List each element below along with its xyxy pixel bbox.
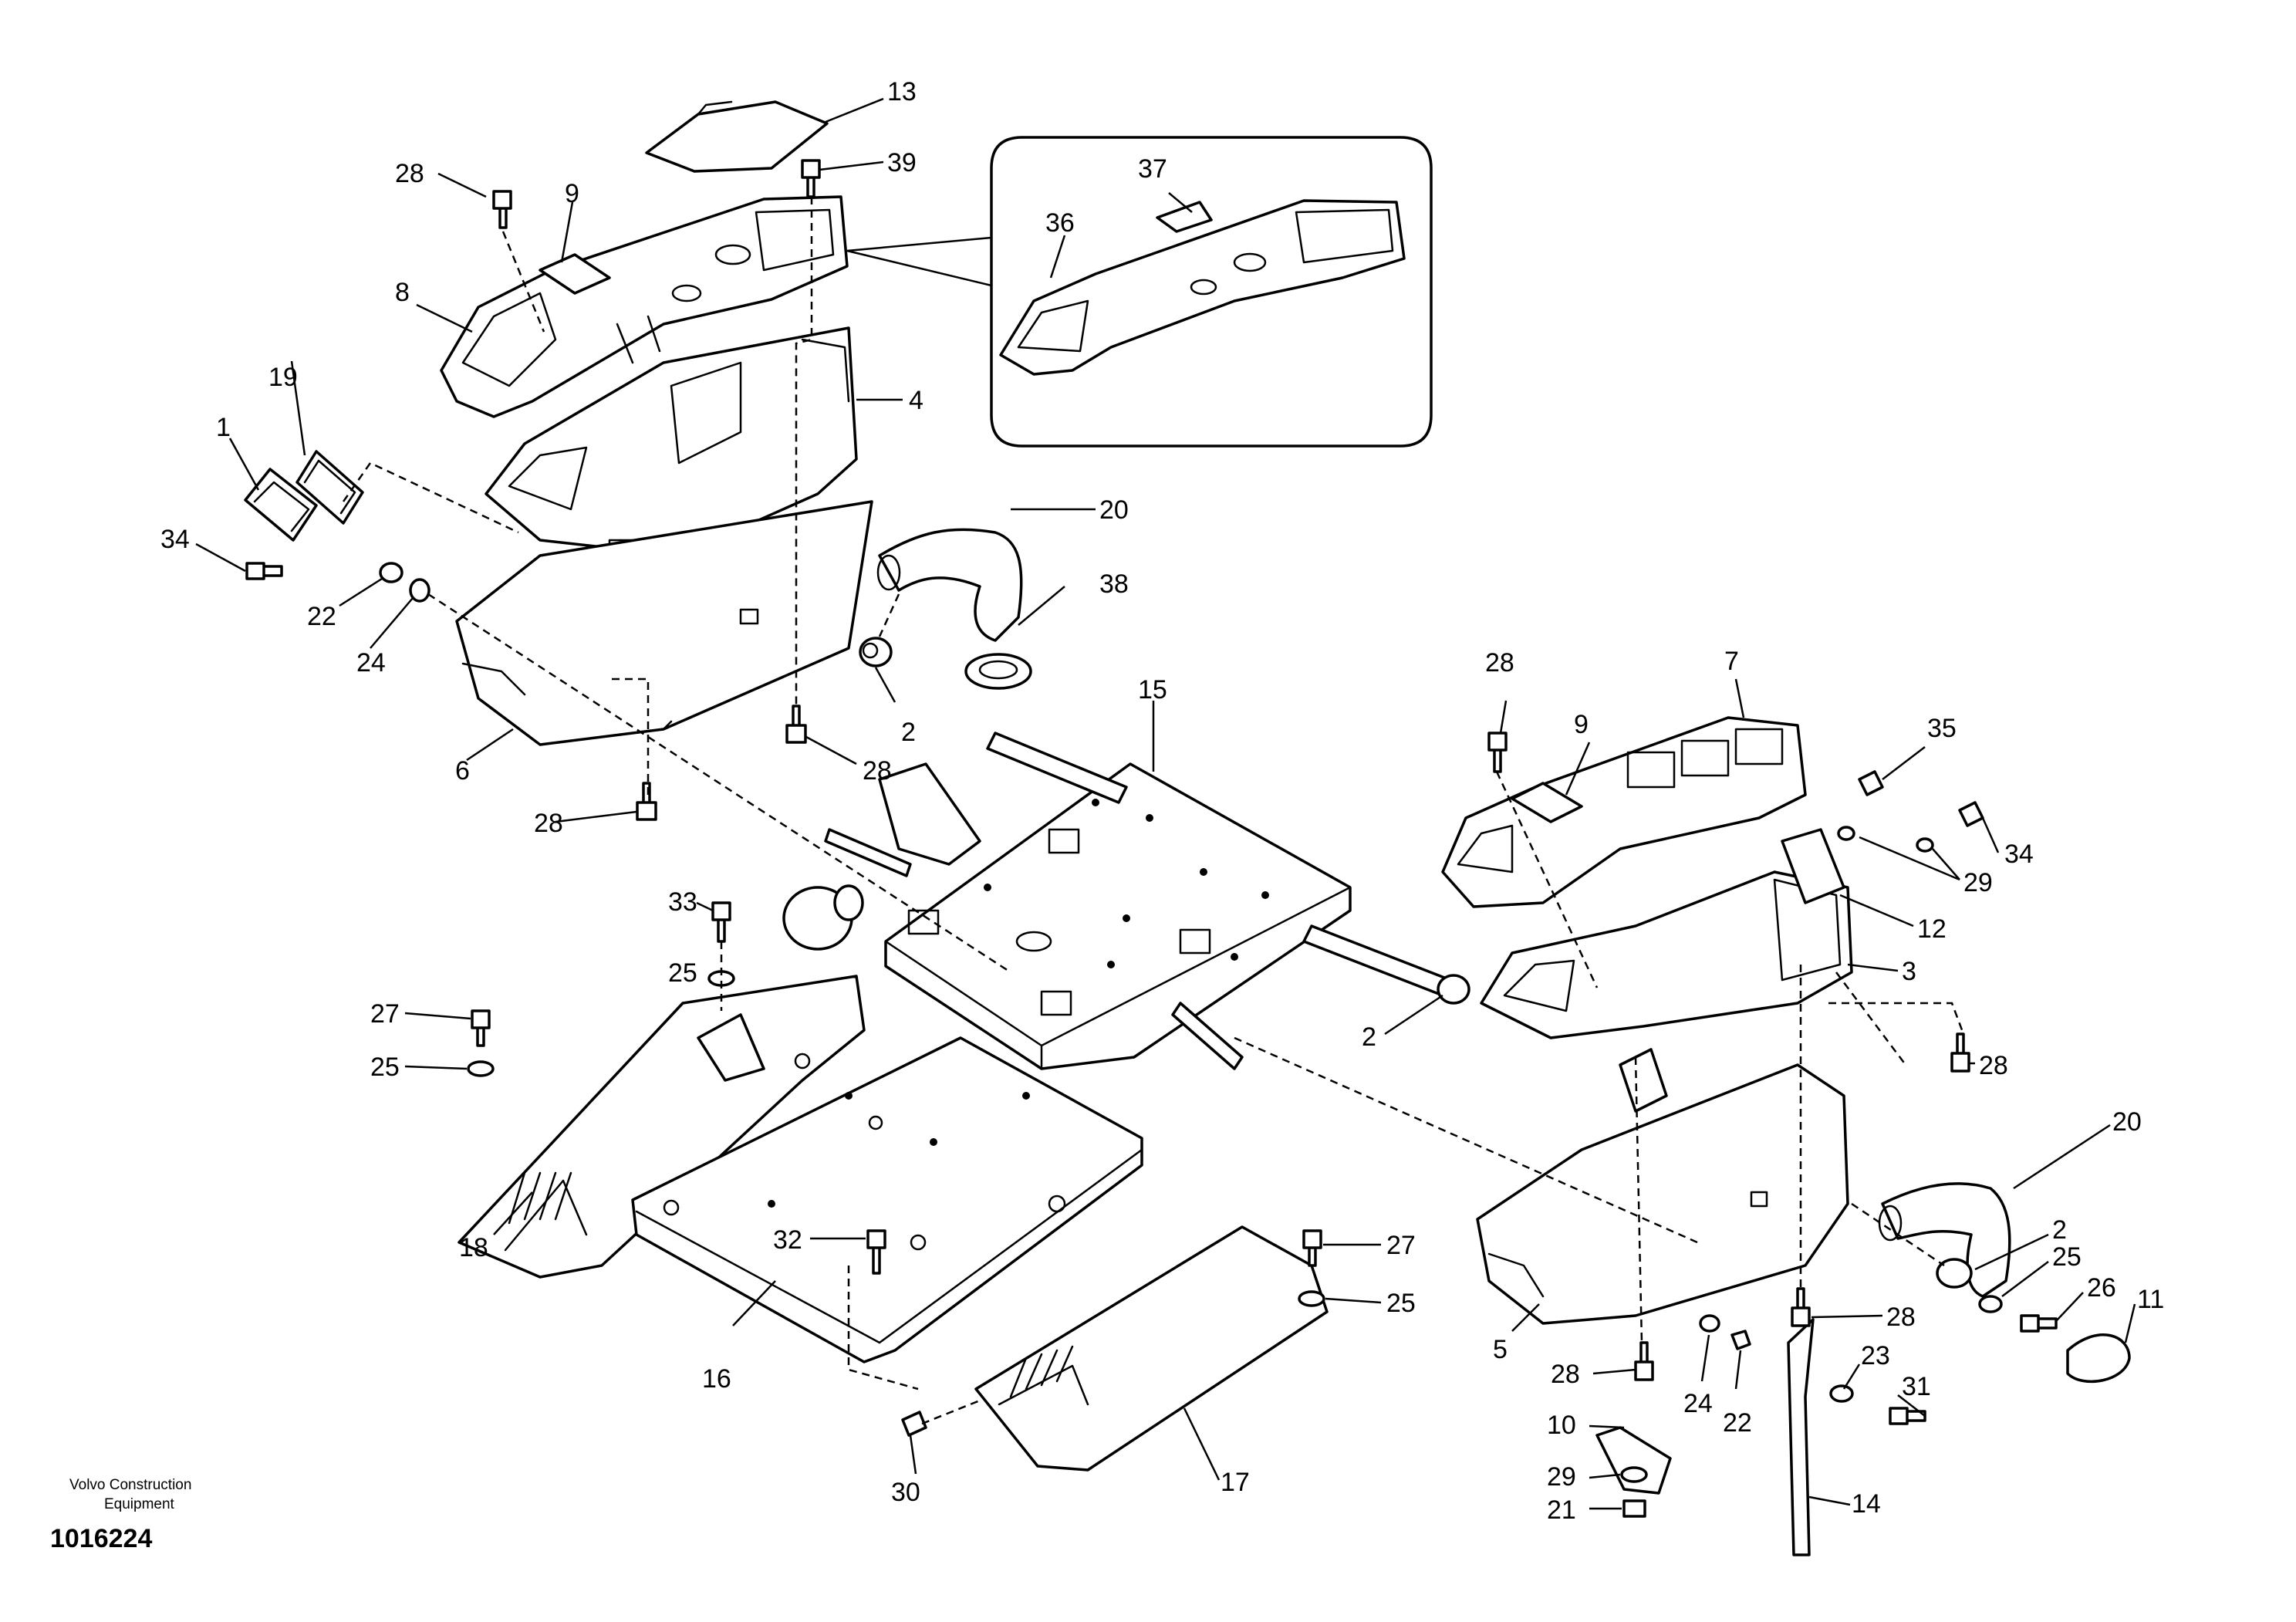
- part-13-cover-plate: [645, 100, 829, 173]
- callout-34-left: 34: [160, 525, 190, 554]
- callout-25-upper: 25: [668, 958, 697, 988]
- part-2-left-sleeve: [859, 637, 893, 667]
- assembly-dashed-lines: [342, 197, 1965, 1425]
- callout-9-right: 9: [1574, 710, 1589, 739]
- part-19-gasket: [295, 450, 364, 525]
- callout-20-right: 20: [2112, 1107, 2142, 1137]
- callout-28-left-low: 28: [534, 809, 563, 838]
- part-12-clip: [1781, 828, 1845, 904]
- callout-29-right: 29: [1963, 868, 1993, 897]
- callout-3: 3: [1902, 957, 1916, 986]
- callout-2-left: 2: [901, 718, 916, 747]
- callout-25-right: 25: [1386, 1289, 1416, 1318]
- part-11-cap: [2066, 1333, 2131, 1384]
- callout-numbers: 13 39 28 9 8 4 19 1 34 22 24 6 20 38 2 2…: [160, 77, 2164, 1525]
- callout-leaders: [195, 97, 2136, 1510]
- part-18-left-footrest: [458, 975, 866, 1279]
- part-5-right-lower-housing: [1476, 1063, 1849, 1325]
- part-7-right-console-top: [1441, 716, 1807, 908]
- callout-14: 14: [1852, 1489, 1881, 1519]
- part-20-left-duct: [876, 528, 1023, 642]
- callout-28-right-mid: 28: [1979, 1051, 2008, 1080]
- callout-26: 26: [2087, 1273, 2116, 1303]
- callout-18: 18: [459, 1233, 488, 1262]
- callout-22-right: 22: [1723, 1408, 1752, 1438]
- callout-15: 15: [1138, 675, 1167, 705]
- callout-25-left: 25: [370, 1053, 400, 1082]
- callout-6: 6: [455, 756, 470, 786]
- callout-9-left: 9: [565, 179, 579, 208]
- part-8-left-console-top: [440, 195, 849, 418]
- callout-25-far-right: 25: [2052, 1242, 2082, 1272]
- callout-27-right: 27: [1386, 1231, 1416, 1260]
- credit-line-1: Volvo Construction: [69, 1477, 191, 1493]
- part-38-seal-ring: [964, 653, 1032, 690]
- callout-21: 21: [1547, 1495, 1576, 1525]
- part-16-floor-plate: [631, 1036, 1143, 1363]
- part-17-right-footrest: [974, 1225, 1329, 1472]
- callout-28-left-mid: 28: [863, 756, 892, 786]
- callout-28-bottom: 28: [1551, 1360, 1580, 1389]
- callout-19: 19: [268, 363, 298, 392]
- callout-28-top-left: 28: [395, 159, 424, 188]
- callout-37: 37: [1138, 154, 1167, 184]
- part-2-right-sleeves: [1437, 974, 1973, 1289]
- callout-33: 33: [668, 887, 697, 917]
- hardware-bolts: [245, 159, 2058, 1437]
- callout-5: 5: [1493, 1335, 1508, 1364]
- callout-12: 12: [1917, 914, 1947, 944]
- inset-detail-frame: [846, 136, 1433, 448]
- callout-35: 35: [1927, 714, 1957, 743]
- part-15-base-plate: [824, 732, 1452, 1070]
- callout-34-right: 34: [2004, 840, 2034, 869]
- callout-17: 17: [1221, 1468, 1250, 1497]
- callout-16: 16: [702, 1364, 731, 1394]
- credit-line-2: Equipment: [104, 1496, 175, 1512]
- callout-23: 23: [1861, 1341, 1890, 1370]
- part-10-bracket: [1595, 1426, 1672, 1495]
- callout-28-right-low: 28: [1886, 1303, 1916, 1332]
- callout-10: 10: [1547, 1411, 1576, 1440]
- callout-24-left: 24: [356, 648, 386, 678]
- document-number: 1016224: [50, 1524, 152, 1553]
- callout-30: 30: [891, 1478, 920, 1507]
- credit-block: Volvo Construction Equipment 1016224: [50, 1477, 191, 1553]
- callout-39: 39: [887, 148, 917, 177]
- part-4-left-console-frame: [485, 326, 858, 573]
- callout-11: 11: [2137, 1285, 2164, 1314]
- callout-32: 32: [773, 1225, 802, 1255]
- part-1-vent-louvre: [244, 468, 318, 542]
- callout-2-center: 2: [1362, 1022, 1376, 1052]
- callout-31: 31: [1902, 1372, 1931, 1401]
- part-14-lever: [1787, 1318, 1815, 1556]
- callout-2-right: 2: [2052, 1215, 2067, 1245]
- knob: [782, 884, 864, 951]
- callout-28-right-top: 28: [1485, 648, 1514, 678]
- callout-8: 8: [395, 278, 410, 307]
- callout-29-bottom: 29: [1547, 1462, 1576, 1492]
- callout-27-left: 27: [370, 999, 400, 1029]
- hardware-washers-nuts: [379, 562, 2003, 1518]
- callout-1: 1: [216, 413, 231, 442]
- callout-4: 4: [909, 386, 923, 415]
- callout-38: 38: [1099, 569, 1129, 599]
- callout-7: 7: [1724, 647, 1739, 676]
- callout-36: 36: [1045, 208, 1075, 238]
- callout-20-left: 20: [1099, 495, 1129, 525]
- callout-24-right: 24: [1683, 1389, 1713, 1418]
- callout-13: 13: [887, 77, 917, 106]
- callout-22-left: 22: [307, 602, 336, 631]
- part-6-left-lower-housing: [455, 500, 873, 746]
